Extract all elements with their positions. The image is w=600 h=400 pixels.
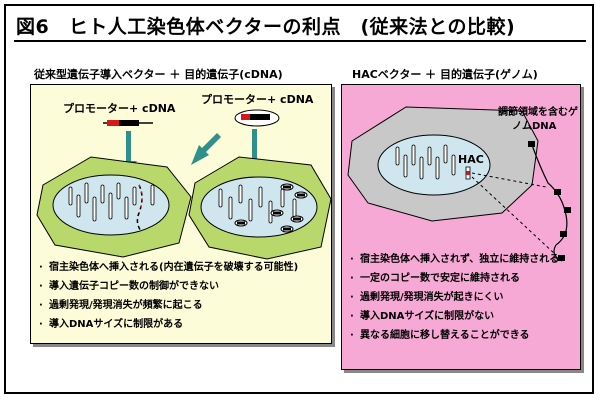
hac-nucleus	[377, 134, 491, 196]
chromosomes-left	[68, 182, 155, 222]
hac-label: HAC	[458, 153, 484, 166]
cdna-segment	[119, 120, 139, 126]
list-item: 過剰発現/発現消失が頻繁に起こる	[39, 299, 327, 313]
list-item: 導入DNAサイズに制限がある	[39, 318, 327, 332]
transfer-arrow-2	[191, 133, 221, 165]
list-item: 宿主染色体へ挿入される(内在遺伝子を破壊する可能性)	[39, 261, 327, 275]
hac-vector-diagram: HAC 調節領域を含むゲ ノムDNA	[347, 105, 578, 262]
host-chromosomes	[395, 144, 456, 180]
conventional-vector-panel: プロモーター+ cDNA プロモーター+ cDNA	[30, 84, 332, 344]
conventional-vector-bullets: 宿主染色体へ挿入される(内在遺伝子を破壊する可能性) 導入遺伝子コピー数の制御が…	[39, 261, 327, 337]
promoter-segment	[107, 120, 119, 126]
right-section-heading: HACベクター ＋ 目的遺伝子(ゲノム)	[352, 68, 538, 81]
insertion-dashes	[471, 172, 557, 256]
list-item: 異なる細胞に移し替えることができる	[350, 329, 578, 343]
left-section-heading: 従来型遺伝子導入ベクター ＋ 目的遺伝子(cDNA)	[34, 68, 283, 81]
genome-dna-label-line1: 調節領域を含むゲ	[498, 105, 578, 118]
episomal-plasmids	[234, 183, 308, 233]
hac-chromosome	[465, 166, 471, 180]
list-item: 一定のコピー数で安定に維持される	[350, 272, 578, 286]
linear-cdna-vector	[103, 120, 153, 126]
promoter-cdna-label-1: プロモーター+ cDNA	[63, 101, 176, 115]
host-cell-right	[188, 156, 332, 260]
title-underline	[14, 40, 586, 42]
integrated-cdna	[136, 184, 143, 232]
hac-vector-panel: HAC 調節領域を含むゲ ノムDNA 宿主染色体へ挿入されず、独立に維持される …	[341, 84, 581, 370]
promoter-cdna-label-2: プロモーター+ cDNA	[201, 92, 314, 106]
hac-vector-bullets: 宿主染色体へ挿入されず、独立に維持される 一定のコピー数で安定に維持される 過剰…	[350, 253, 578, 348]
list-item: 導入DNAサイズに制限がない	[350, 310, 578, 324]
host-cell-left	[36, 156, 192, 258]
circular-plasmid-vector	[234, 109, 280, 127]
nucleus-right	[200, 176, 318, 238]
list-item: 過剰発現/発現消失が起きにくい	[350, 291, 578, 305]
figure-title: 図6 ヒト人工染色体ベクターの利点 (従来法との比較)	[16, 16, 516, 38]
list-item: 導入遺伝子コピー数の制御ができない	[39, 280, 327, 294]
conventional-vector-diagram: プロモーター+ cDNA プロモーター+ cDNA	[36, 92, 332, 260]
list-item: 宿主染色体へ挿入されず、独立に維持される	[350, 253, 578, 267]
genome-dna-label-line2: ノムDNA	[512, 120, 557, 132]
